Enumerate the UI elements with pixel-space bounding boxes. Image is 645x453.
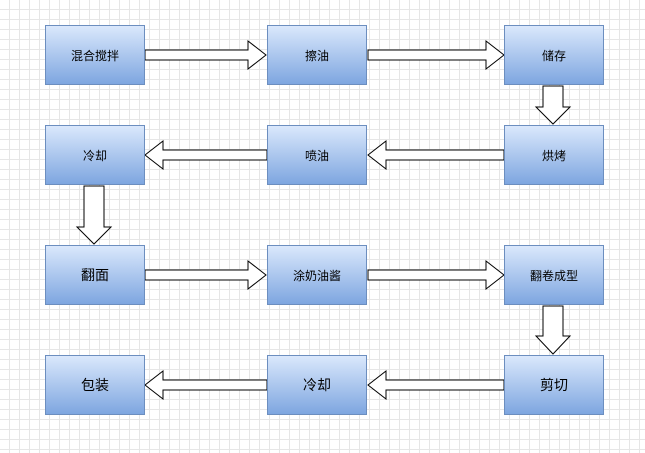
step-label: 涂奶油酱 <box>292 268 341 283</box>
step-spread[interactable]: 涂奶油酱 <box>267 245 367 305</box>
step-label: 擦油 <box>304 48 329 63</box>
arrow-spread-to-roll <box>367 259 505 291</box>
arrow-roll-to-cut <box>534 305 572 355</box>
step-cut[interactable]: 剪切 <box>504 355 604 415</box>
step-label: 喷油 <box>304 148 329 163</box>
step-roll[interactable]: 翻卷成型 <box>504 245 604 305</box>
arrow-mix-to-oil-wipe <box>144 39 267 71</box>
arrow-cool-2-to-pack <box>144 369 268 401</box>
step-mix[interactable]: 混合搅拌 <box>45 25 145 85</box>
step-label: 翻面 <box>81 268 109 284</box>
arrow-cool-1-to-flip <box>75 185 113 245</box>
step-label: 剪切 <box>540 378 568 394</box>
arrow-cut-to-cool-2 <box>367 369 505 401</box>
arrow-oil-wipe-to-storage <box>367 39 505 71</box>
step-label: 烘烤 <box>541 148 566 163</box>
arrow-bake-to-oil-spray <box>367 139 505 171</box>
arrow-flip-to-spread <box>144 259 267 291</box>
step-label: 冷却 <box>303 378 331 394</box>
arrow-storage-to-bake <box>534 85 572 125</box>
step-oil-spray[interactable]: 喷油 <box>267 125 367 185</box>
step-label: 储存 <box>541 48 566 63</box>
step-label: 冷却 <box>82 148 107 163</box>
step-label: 翻卷成型 <box>529 268 578 283</box>
step-storage[interactable]: 储存 <box>504 25 604 85</box>
step-bake[interactable]: 烘烤 <box>504 125 604 185</box>
arrow-oil-spray-to-cool-1 <box>144 139 268 171</box>
step-cool-1[interactable]: 冷却 <box>45 125 145 185</box>
step-label: 混合搅拌 <box>70 48 119 63</box>
step-cool-2[interactable]: 冷却 <box>267 355 367 415</box>
step-flip[interactable]: 翻面 <box>45 245 145 305</box>
step-pack[interactable]: 包装 <box>45 355 145 415</box>
step-label: 包装 <box>81 378 109 394</box>
step-oil-wipe[interactable]: 擦油 <box>267 25 367 85</box>
